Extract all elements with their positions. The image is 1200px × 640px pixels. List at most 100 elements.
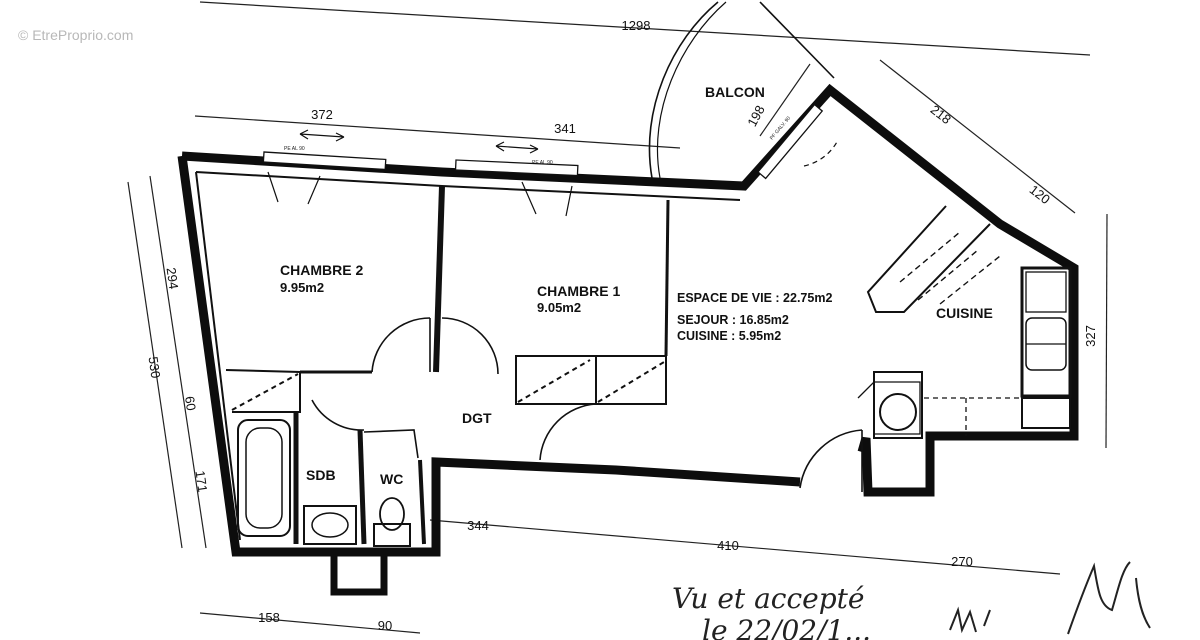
closet-bedroom1-hatch-a (517, 359, 591, 403)
closet-bedroom2-hatch (231, 373, 299, 411)
dim-line-bottom-left (199, 612, 421, 634)
balcony-edge (759, 1, 835, 79)
dim-line-left-outer (127, 181, 183, 549)
dim-top-mid: 341 (554, 121, 576, 136)
dim-top-left: 372 (311, 107, 333, 122)
signature-scribble (1067, 561, 1151, 635)
wc-bowl (379, 497, 405, 531)
slide-arrow-chambre1 (495, 141, 539, 154)
hob (1025, 271, 1067, 313)
balcony-railing-inner (656, 1, 727, 179)
wall-wc-left (357, 429, 367, 545)
bathroom-fixtures (237, 419, 411, 547)
dimension-labels: 1298 372 341 198 218 120 530 294 60 171 … (146, 18, 1098, 633)
window-swings (267, 129, 839, 217)
wall-wc-right (418, 459, 426, 545)
kitchen-dash-b (917, 249, 979, 301)
kitchen-dash-c (939, 255, 1001, 305)
duct-box (330, 548, 388, 596)
wall-outer-top (181, 83, 1079, 497)
window-sejour (757, 103, 824, 180)
living-note-cuisine: CUISINE : 5.95m2 (677, 329, 781, 343)
dim-line-balcon (759, 63, 811, 137)
room-chambre1-name: CHAMBRE 1 (537, 283, 620, 299)
kitchen-fixtures (857, 205, 1072, 439)
balcony-railing (648, 1, 719, 179)
window-swing-chambre2 (267, 171, 321, 205)
wc-cistern (373, 523, 411, 547)
dim-line-left-inner (149, 175, 207, 549)
dim-line-diagonal (879, 59, 1076, 214)
inner-walls (195, 171, 741, 545)
dim-line-right (1105, 213, 1108, 449)
dim-line-top (194, 115, 681, 149)
dim-top-total: 1298 (622, 18, 651, 33)
kitchen-counter-upper (866, 205, 991, 313)
closet-bedroom1 (515, 355, 667, 405)
kitchen-dash-a (899, 231, 961, 283)
living-note-total: ESPACE DE VIE : 22.75m2 (677, 291, 832, 305)
dim-bottom-c: 270 (951, 554, 973, 569)
window-chambre1 (454, 159, 579, 177)
doors (311, 317, 863, 492)
inner-left-line (195, 171, 241, 541)
dim-left-outer: 530 (146, 356, 164, 380)
dim-line-bottom (429, 519, 1061, 575)
dim-balcon-depth: 198 (744, 103, 767, 129)
handwritten-approval: Vu et accepté (672, 582, 864, 615)
window-code-chambre2: PE AL 90 (284, 146, 305, 152)
wall-outer-left-bottom (177, 155, 801, 557)
washer-drum (879, 393, 917, 431)
handwritten-date: le 22/02/1... (702, 614, 871, 640)
door-dgt-closet (539, 403, 597, 461)
kitchen-counter (1020, 266, 1072, 398)
door-chambre1 (441, 317, 499, 375)
closet-bedroom1-hatch-b (597, 361, 665, 403)
dim-right: 327 (1083, 325, 1098, 347)
signature-initials (949, 606, 991, 634)
room-chambre2-area: 9.95m2 (280, 280, 324, 295)
room-sdb: SDB (306, 467, 336, 483)
appliance-niche (857, 381, 921, 435)
dim-left-b: 60 (182, 395, 199, 411)
door-entrance (799, 429, 863, 489)
window-swing-chambre1 (521, 181, 573, 217)
dim-bottom-left-a: 158 (258, 610, 280, 625)
windows (262, 103, 824, 180)
room-wc: WC (380, 471, 403, 487)
watermark: © EtreProprio.com (18, 27, 133, 43)
washbasin-bowl (311, 512, 349, 538)
room-chambre2-name: CHAMBRE 2 (280, 262, 363, 278)
room-dgt: DGT (462, 410, 492, 426)
bathtub-inner (245, 427, 283, 529)
washbasin (303, 505, 357, 545)
door-sdb (311, 399, 365, 431)
dim-bottom-left-b: 90 (378, 618, 392, 633)
exterior-walls (177, 83, 1079, 596)
room-cuisine: CUISINE (936, 305, 993, 321)
window-swing-sejour (803, 139, 839, 167)
bathtub (237, 419, 291, 537)
dim-bottom-a: 344 (467, 518, 489, 533)
door-chambre2 (371, 317, 431, 373)
door-wc (363, 429, 419, 459)
fridge (1021, 397, 1071, 429)
dim-line-top-total (199, 1, 1091, 56)
dim-left-c: 171 (193, 470, 211, 494)
water-heater (873, 371, 923, 439)
room-balcon: BALCON (705, 84, 765, 100)
window-code-chambre1: PE AL 90 (532, 160, 553, 166)
room-chambre1-area: 9.05m2 (537, 300, 581, 315)
closet-bedroom2 (225, 369, 301, 413)
dimension-lines (127, 1, 1108, 634)
partition-bedrooms (433, 185, 445, 373)
balcony (648, 1, 835, 179)
living-note-sejour: SEJOUR : 16.85m2 (677, 313, 789, 327)
slide-arrow-chambre2 (299, 129, 345, 142)
signature (949, 561, 1151, 635)
window-chambre2 (262, 151, 387, 171)
dim-diag-b: 120 (1027, 182, 1053, 207)
dim-diag-a: 218 (928, 102, 954, 127)
